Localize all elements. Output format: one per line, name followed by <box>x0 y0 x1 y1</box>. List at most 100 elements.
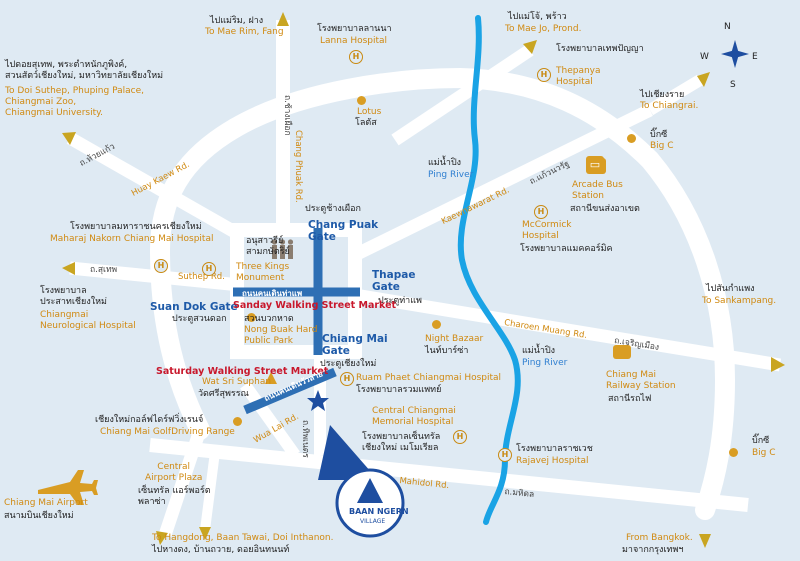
lotus: Lotus <box>357 107 382 117</box>
nongbuak-marker <box>247 313 256 322</box>
ruamphaet: Ruam Phaet Chiangmai Hospital <box>356 373 502 383</box>
golf-th: เชียงใหม่กอล์ฟไดร์ฟวิ่งเรนจ์ <box>95 415 204 425</box>
rajavej-hospital-icon: H <box>498 448 512 462</box>
ping1: Ping River <box>428 170 474 180</box>
night-bazaar: Night Bazaar <box>425 334 484 344</box>
railway: Chiang Mai Railway Station <box>606 370 676 391</box>
road-suthep <box>69 261 241 292</box>
night-bazaar-marker <box>432 320 441 329</box>
thepanya: Thepanya Hospital <box>556 66 601 87</box>
bigc2-marker <box>729 448 738 457</box>
suan-dok-gate-th: ประตูสวนดอก <box>172 314 227 324</box>
bangkok: From Bangkok. <box>626 533 693 543</box>
rajavej: Rajavej Hospital <box>516 456 589 466</box>
ruamphaet-hospital-icon: H <box>340 372 354 386</box>
mae-jo: To Mae Jo, Prond. <box>505 24 582 34</box>
saturday-walking-street <box>243 367 337 415</box>
suthep: Suthep Rd. <box>178 272 225 282</box>
neuro: Chiangmai Neurological Hospital <box>40 310 136 331</box>
mae-rim-th: ไปแม่ริม, ฝาง <box>210 16 264 26</box>
ping2-th: แม่น้ำปิง <box>522 346 556 356</box>
logo-sub: VILLAGE <box>360 518 386 525</box>
lanna-hospital-icon: H <box>349 50 363 64</box>
central-memorial: Central Chiangmai Memorial Hospital <box>372 406 456 427</box>
airport-plaza-th: เซ็นทรัล แอร์พอร์ต พลาซ่า <box>138 486 211 507</box>
doisuthep: To Doi Suthep, Phuping Palace, Chiangmai… <box>5 86 144 118</box>
nongbuak-th: สวนบวกหาด <box>244 314 294 324</box>
saturday-market: Saturday Walking Street Market <box>156 366 329 377</box>
bigc1: Big C <box>650 141 674 151</box>
neuro-th: โรงพยาบาล ประสาทเชียงใหม่ <box>40 286 107 307</box>
maharaj-th: โรงพยาบาลมหาราชนครเชียงใหม่ <box>70 222 202 232</box>
mae-jo-th: ไปแม่โจ้, พร้าว <box>508 12 567 22</box>
hangdong-th: ไปหางดง, บ้านถวาย, ดอยอินทนนท์ <box>152 545 290 555</box>
chiang-mai-gate-th: ประตูเชียงใหม่ <box>320 359 377 369</box>
road-charoen-muang <box>353 288 782 372</box>
nongbuak: Nong Buak Hard Public Park <box>244 325 318 346</box>
ping2: Ping River <box>522 358 568 368</box>
chang-puak-gate-th: ประตูช้างเผือก <box>305 204 361 214</box>
three-kings-th: อนุสาวรีย์ สามกษัตริย์ <box>246 236 290 257</box>
road-chiangrai <box>646 74 704 116</box>
train-icon <box>613 345 631 359</box>
bigc2: Big C <box>752 448 776 458</box>
suthep-th: ถ.สุเทพ <box>90 265 118 275</box>
mae-rim: To Mae Rim, Fang <box>205 27 284 37</box>
sunday-market: Sanday Walking Street Market <box>233 300 397 311</box>
tipanet: ถ.ทิพเนตร <box>300 420 310 458</box>
ruamphaet-th: โรงพยาบาลรวมแพทย์ <box>356 385 442 395</box>
ping1-th: แม่น้ำปิง <box>428 158 462 168</box>
logo-pin <box>318 425 378 480</box>
chang-phuak-th: ถ.ช้างเผือก <box>282 95 292 136</box>
destination-star <box>307 390 329 411</box>
arcade-th: สถานีขนส่งอาเขต <box>570 204 640 214</box>
compass-e: E <box>752 52 758 62</box>
airport-plaza: Central Airport Plaza <box>145 462 203 483</box>
mccormick-th: โรงพยาบาลแมคคอร์มิค <box>520 244 613 254</box>
thapae-gate-th: ประตูท่าแพ <box>378 296 422 306</box>
road-north-east <box>391 44 534 146</box>
lotus-marker <box>357 96 366 105</box>
logo-name: BAAN NGERN <box>349 507 409 516</box>
maharaj-hospital-icon: H <box>154 259 168 273</box>
rajavej-th: โรงพยาบาลราชเวช <box>516 444 593 454</box>
road-hangdong <box>200 451 220 531</box>
road-kaewnawarat <box>352 104 653 261</box>
road-south-west <box>158 427 207 538</box>
arcade-bus-icon: ▭ <box>586 156 604 174</box>
lotus-th: โลตัส <box>355 118 377 128</box>
wat-sri-suphan-th: วัดศรีสุพรรณ <box>198 389 249 399</box>
compass-w: W <box>700 52 709 62</box>
chiangrai-th: ไปเชียงราย <box>640 90 685 100</box>
compass-rose <box>721 40 749 68</box>
ring-road <box>225 67 736 520</box>
temple-icon <box>265 372 277 384</box>
lanna: Lanna Hospital <box>320 36 388 46</box>
lanna-th: โรงพยาบาลลานนา <box>317 24 392 34</box>
neuro-hospital-icon: H <box>202 262 216 276</box>
thepanya-th: โรงพยาบาลเทพปัญญา <box>556 44 644 54</box>
sankampang: To Sankampang. <box>702 296 777 306</box>
chiang-mai-gate: Chiang Mai Gate <box>322 333 388 357</box>
direction-arrows <box>62 12 785 548</box>
thapae-gate: Thapae Gate <box>372 269 416 293</box>
airport-th: สนามบินเชียงใหม่ <box>4 511 74 521</box>
thepanya-hospital-icon: H <box>537 68 551 82</box>
bangkok-th: มาจากกรุงเทพฯ <box>622 545 684 555</box>
central-memorial-th: โรงพยาบาลเซ็นทรัล เชียงใหม่ เมโมเรียล <box>362 432 441 453</box>
suan-dok-gate: Suan Dok Gate <box>150 301 238 313</box>
ring-road-west <box>149 118 245 440</box>
arcade: Arcade Bus Station <box>572 180 623 201</box>
mccormick: McCormick Hospital <box>522 220 572 241</box>
airport-plane <box>38 470 98 505</box>
bigc1-th: บิ๊กซี <box>650 130 668 140</box>
road-huay-kaew <box>66 132 244 241</box>
mccormick-hospital-icon: H <box>534 205 548 219</box>
hangdong: To Hangdong, Baan Tawai, Doi Inthanon. <box>152 533 334 543</box>
golf-marker <box>233 417 242 426</box>
chang-phuak: Chang Phuak Rd. <box>293 130 303 203</box>
night-bazaar-th: ไนท์บาร์ซ่า <box>425 346 469 356</box>
three-kings: Three Kings Monument <box>236 262 290 283</box>
